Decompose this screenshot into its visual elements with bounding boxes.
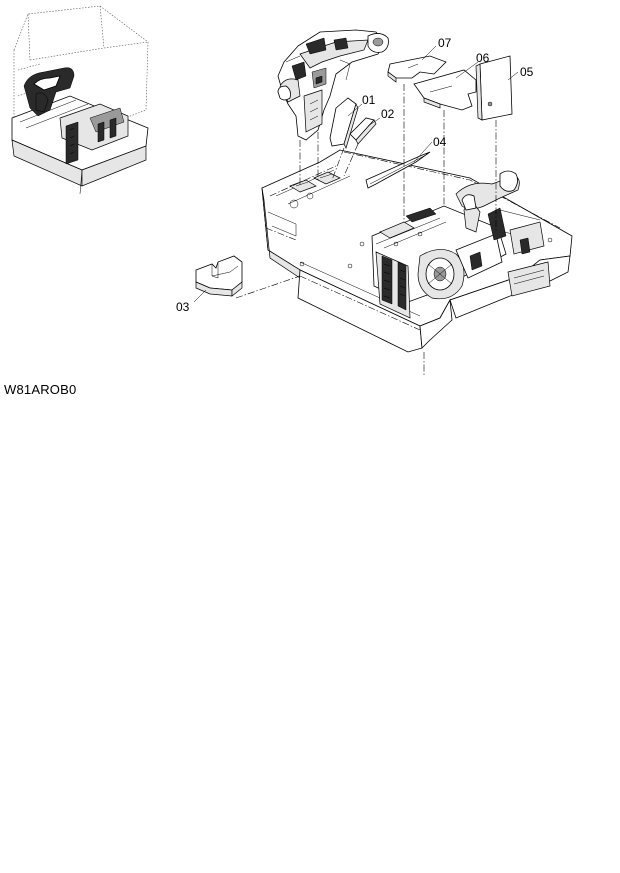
part-05-panel xyxy=(475,55,513,121)
callout-05: 05 xyxy=(520,65,534,79)
heater-unit xyxy=(371,170,545,319)
callout-06: 06 xyxy=(476,51,490,65)
drawing-code: W81AROB0 xyxy=(4,382,77,397)
cab-overview-thumbnail xyxy=(11,5,149,195)
projection-lines xyxy=(235,84,497,376)
callout-04: 04 xyxy=(433,135,447,149)
callout-02: 02 xyxy=(381,107,395,121)
part-07-plate xyxy=(387,55,447,83)
part-06-plate xyxy=(413,69,477,111)
exploded-parts-diagram: 01 02 03 04 05 06 07 xyxy=(11,5,573,376)
callout-07: 07 xyxy=(438,36,452,50)
air-duct xyxy=(277,29,389,141)
part-01-pad xyxy=(329,97,359,149)
part-02-pad xyxy=(349,117,377,145)
leader-lines xyxy=(193,45,519,303)
part-03-block xyxy=(195,255,243,297)
callout-01: 01 xyxy=(362,93,376,107)
callout-03: 03 xyxy=(176,300,190,314)
